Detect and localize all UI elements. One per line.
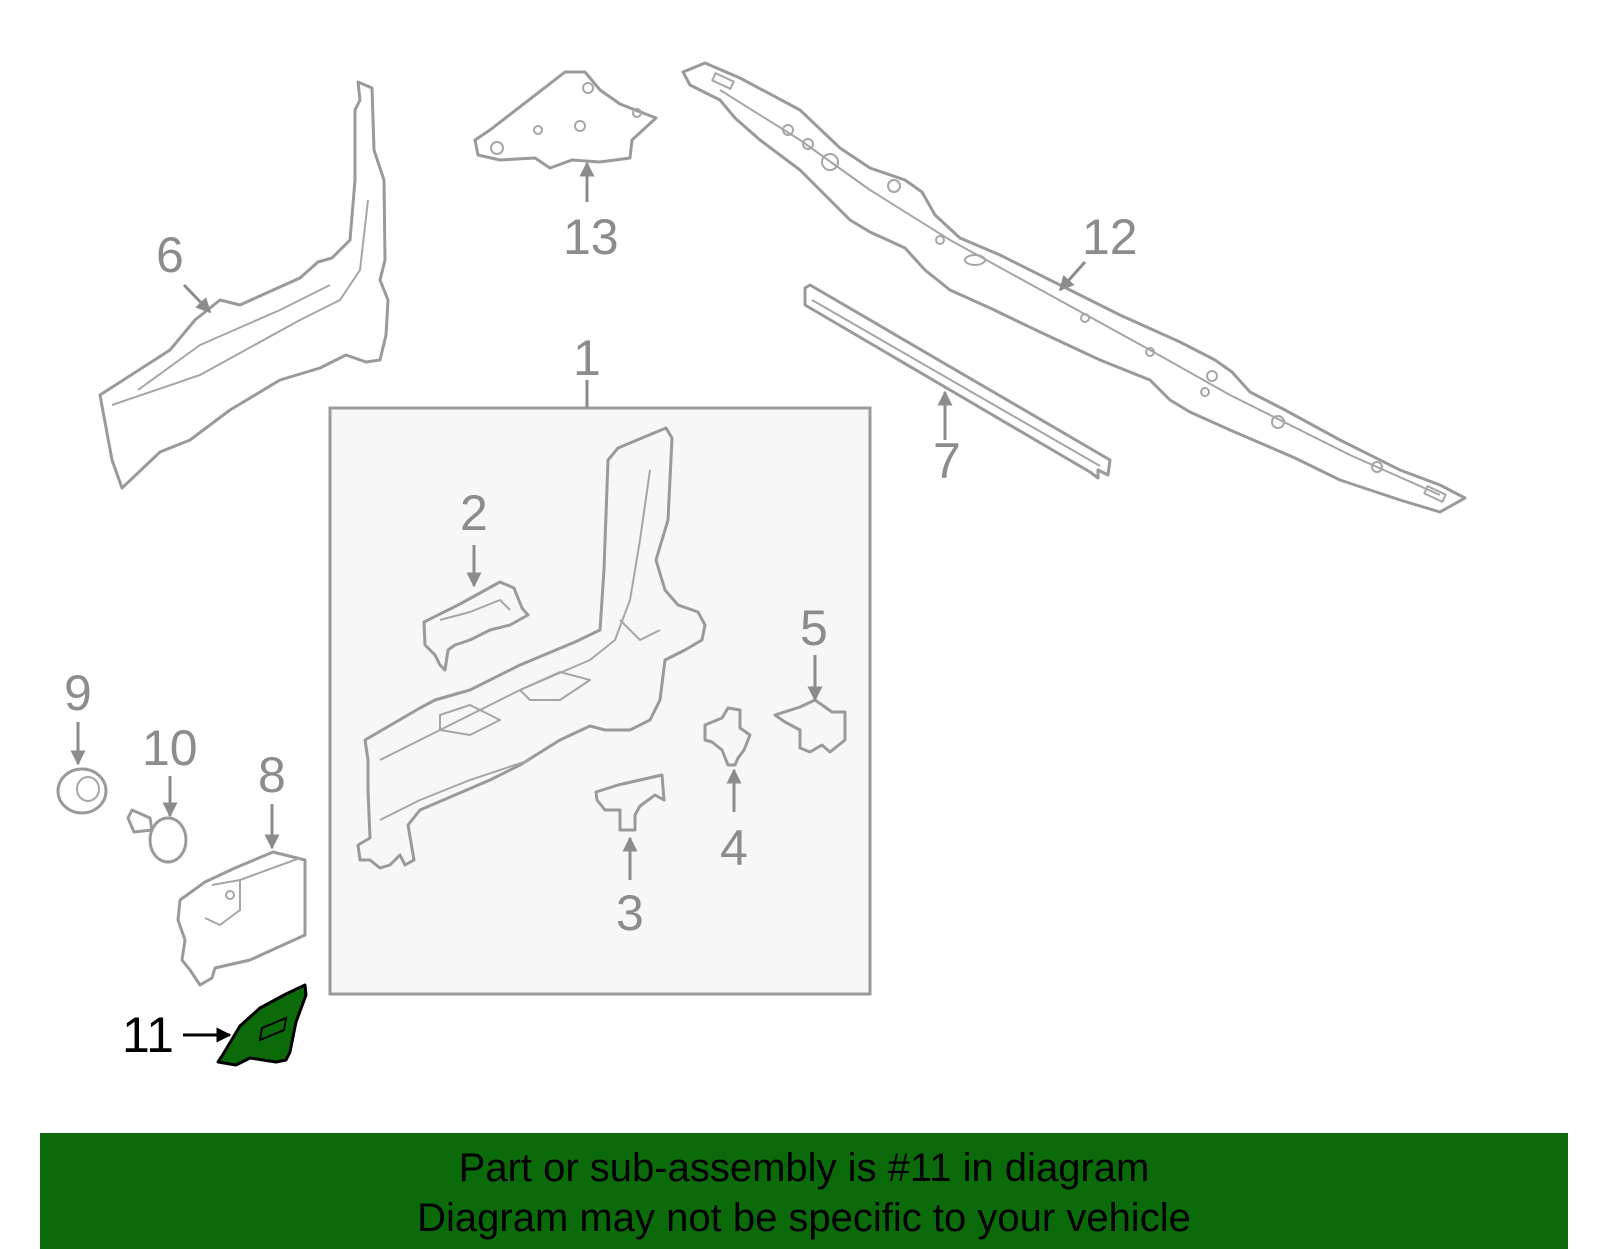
callout-12-arrow [1058, 261, 1087, 292]
part-1-inner-panel [356, 426, 707, 870]
footer-banner: Part or sub-assembly is #11 in diagram D… [40, 1133, 1568, 1249]
callout-13: 13 [563, 209, 619, 265]
callout-11: 11 [122, 1007, 174, 1063]
part-7-strip [803, 283, 1112, 480]
callout-4: 4 [720, 820, 748, 876]
part-4-bracket [703, 706, 752, 767]
footer-line-1: Part or sub-assembly is #11 in diagram [458, 1146, 1150, 1190]
part-9-nut [56, 767, 108, 815]
subassembly-box [328, 406, 872, 996]
part-11-highlighted [216, 983, 308, 1067]
part-2-bracket [422, 580, 530, 672]
callout-8: 8 [258, 747, 286, 803]
callout-9: 9 [64, 665, 92, 721]
callout-7: 7 [933, 433, 961, 489]
callout-6-arrow [182, 283, 212, 314]
callout-1: 1 [573, 330, 601, 386]
callout-6: 6 [156, 227, 184, 283]
part-6-pillar [98, 80, 390, 490]
part-10-bolt [126, 808, 188, 864]
part-12-rail [681, 61, 1467, 514]
footer-line-2: Diagram may not be specific to your vehi… [417, 1196, 1191, 1240]
callout-12: 12 [1082, 209, 1138, 265]
callout-5: 5 [800, 600, 828, 656]
part-13-bracket [473, 70, 658, 170]
part-8-housing [176, 850, 307, 987]
callout-2: 2 [460, 485, 488, 541]
callout-3: 3 [616, 885, 644, 941]
callout-10: 10 [142, 720, 198, 776]
part-3-bracket [594, 773, 666, 832]
